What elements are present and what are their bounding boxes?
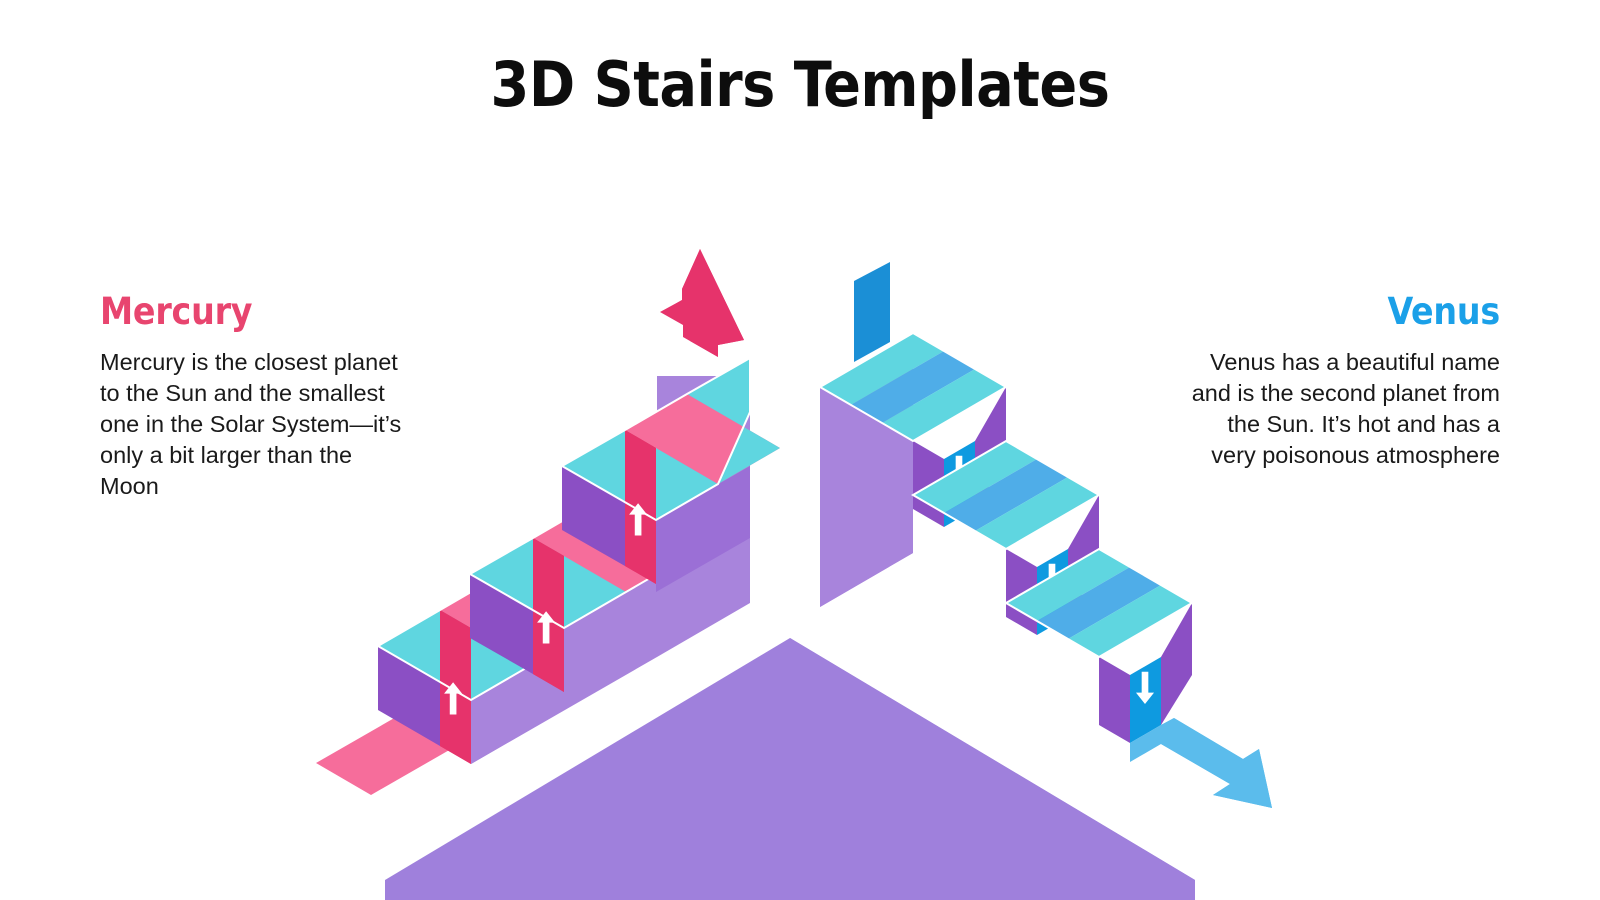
arrow-down-icon [1135, 671, 1155, 705]
venus-head-arrow-down-icon [1130, 718, 1272, 808]
mercury-head-arrow-up-icon [660, 249, 744, 357]
venus-body-text: Venus has a beautiful name and is the se… [1191, 348, 1500, 468]
venus-step-1 [818, 331, 1008, 527]
arrow-up-icon [629, 503, 648, 536]
base-platform [385, 638, 1195, 900]
arrow-up-icon [537, 611, 556, 644]
venus-step-3 [1004, 547, 1194, 743]
mercury-step-3 [559, 356, 780, 592]
arrow-down-icon [949, 455, 969, 489]
mercury-step-2 [467, 464, 752, 692]
venus-step-2 [911, 439, 1101, 635]
arrow-down-icon [1042, 563, 1062, 597]
page-title: 3D Stairs Templates [490, 48, 1110, 121]
arrow-up-icon [444, 682, 463, 715]
mercury-body-text: Mercury is the closest planet to the Sun… [100, 348, 402, 499]
mercury-text-panel: Mercury Mercury is the closest planet to… [100, 290, 412, 502]
venus-body-front-dark [820, 333, 913, 607]
venus-tail-flag [854, 262, 890, 362]
mercury-step-1 [376, 536, 659, 764]
mercury-body-right-face [657, 376, 750, 657]
venus-text-panel: Venus Venus has a beautiful name and is … [1188, 290, 1501, 471]
mercury-tail-strip [316, 709, 465, 795]
venus-body-left-face [820, 333, 913, 607]
mercury-heading: Mercury [100, 290, 253, 333]
venus-heading: Venus [1387, 290, 1500, 333]
